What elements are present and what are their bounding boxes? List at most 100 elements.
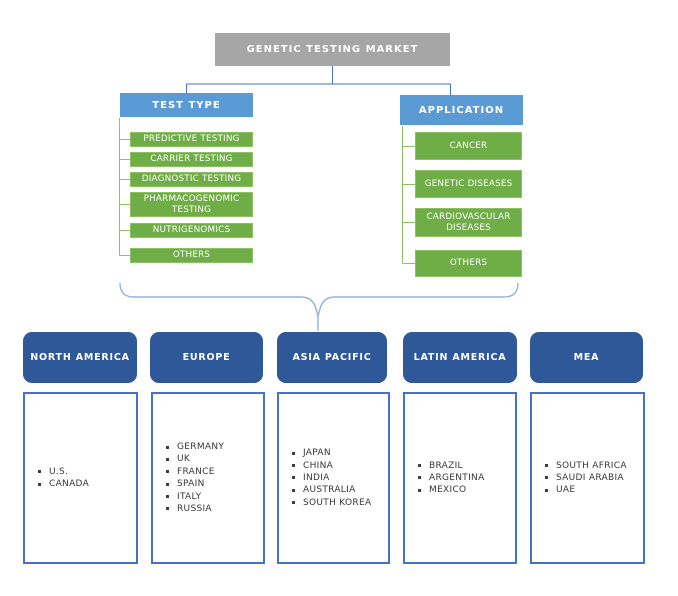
list-item: UAE: [545, 484, 639, 496]
bullet-square-icon: [545, 464, 548, 468]
bullet-square-icon: [545, 488, 548, 492]
list-item: SAUDI ARABIA: [545, 472, 639, 484]
segment-cardiovascular-diseases: CARDIOVASCULAR DISEASES: [415, 208, 522, 237]
region-list-europe: GERMANY UK FRANCE SPAIN ITALY RUSSIA: [151, 392, 265, 564]
region-header-europe: EUROPE: [150, 332, 263, 383]
country-label: SOUTH KOREA: [303, 497, 372, 508]
bullet-square-icon: [166, 445, 169, 449]
bullet-square-icon: [418, 464, 421, 468]
bullet-square-icon: [166, 457, 169, 461]
country-label: SAUDI ARABIA: [556, 472, 624, 483]
country-label: MEXICO: [429, 485, 467, 496]
root-node: GENETIC TESTING MARKET: [215, 33, 450, 66]
test-type-spine: [119, 118, 130, 256]
list-item: ITALY: [166, 490, 259, 502]
segment-cancer: CANCER: [415, 132, 522, 160]
bullet-square-icon: [166, 495, 169, 499]
segment-label: NUTRIGENOMICS: [152, 225, 231, 236]
region-label: EUROPE: [182, 352, 231, 363]
bullet-square-icon: [292, 501, 295, 505]
region-label: ASIA PACIFIC: [292, 352, 372, 363]
list-item: AUSTRALIA: [292, 484, 384, 496]
country-label: UAE: [556, 485, 576, 496]
bullet-square-icon: [545, 476, 548, 480]
region-label: NORTH AMERICA: [30, 352, 130, 363]
branch-application-label: APPLICATION: [418, 104, 505, 116]
segment-genetic-diseases: GENETIC DISEASES: [415, 170, 522, 198]
country-label: ITALY: [177, 491, 202, 502]
region-header-mea: MEA: [530, 332, 643, 383]
country-label: FRANCE: [177, 466, 215, 477]
bullet-square-icon: [292, 476, 295, 480]
list-item: RUSSIA: [166, 503, 259, 515]
country-label: CHINA: [303, 460, 334, 471]
region-list-mea: SOUTH AFRICA SAUDI ARABIA UAE: [530, 392, 645, 564]
segment-pharmacogenomic-testing: PHARMACOGENOMIC TESTING: [130, 192, 253, 217]
list-item: INDIA: [292, 472, 384, 484]
segment-application-others: OTHERS: [415, 250, 522, 277]
list-item: MEXICO: [418, 484, 511, 496]
region-header-north-america: NORTH AMERICA: [23, 332, 137, 383]
list-item: GERMANY: [166, 441, 259, 453]
branch-test-type: TEST TYPE: [120, 93, 253, 117]
segment-nutrigenomics: NUTRIGENOMICS: [130, 223, 253, 238]
segment-carrier-testing: CARRIER TESTING: [130, 152, 253, 167]
region-list-asia-pacific: JAPAN CHINA INDIA AUSTRALIA SOUTH KOREA: [277, 392, 390, 564]
bullet-square-icon: [166, 507, 169, 511]
segment-label: GENETIC DISEASES: [424, 178, 513, 189]
root-branch-connector: [186, 66, 451, 95]
segment-test-type-others: OTHERS: [130, 248, 253, 263]
country-label: UK: [177, 454, 191, 465]
list-item: JAPAN: [292, 447, 384, 459]
country-label: JAPAN: [303, 448, 331, 459]
segment-label: PHARMACOGENOMIC TESTING: [143, 194, 240, 215]
country-label: U.S.: [49, 466, 69, 477]
segment-diagnostic-testing: DIAGNOSTIC TESTING: [130, 172, 253, 187]
list-item: UK: [166, 453, 259, 465]
region-header-asia-pacific: ASIA PACIFIC: [277, 332, 387, 383]
branch-test-type-label: TEST TYPE: [152, 99, 221, 111]
segment-label: PREDICTIVE TESTING: [143, 134, 240, 145]
bullet-square-icon: [292, 451, 295, 455]
list-item: BRAZIL: [418, 459, 511, 471]
country-label: SOUTH AFRICA: [556, 460, 627, 471]
country-label: CANADA: [49, 479, 90, 490]
list-item: CHINA: [292, 459, 384, 471]
region-list-latin-america: BRAZIL ARGENTINA MEXICO: [403, 392, 517, 564]
country-label: ARGENTINA: [429, 472, 485, 483]
list-item: SOUTH AFRICA: [545, 459, 639, 471]
segment-label: CARRIER TESTING: [150, 154, 233, 165]
bullet-square-icon: [38, 470, 41, 474]
bullet-square-icon: [292, 488, 295, 492]
country-label: AUSTRALIA: [303, 485, 356, 496]
segment-label: CANCER: [449, 140, 488, 151]
region-label: LATIN AMERICA: [413, 352, 507, 363]
list-item: SPAIN: [166, 478, 259, 490]
bullet-square-icon: [292, 464, 295, 468]
country-label: RUSSIA: [177, 503, 212, 514]
bullet-square-icon: [418, 476, 421, 480]
segment-label: OTHERS: [449, 258, 488, 269]
segment-predictive-testing: PREDICTIVE TESTING: [130, 132, 253, 147]
region-label: MEA: [573, 352, 600, 363]
bullet-square-icon: [166, 482, 169, 486]
segment-label: CARDIOVASCULAR DISEASES: [426, 212, 511, 233]
list-item: FRANCE: [166, 466, 259, 478]
segment-label: OTHERS: [172, 250, 211, 261]
country-label: GERMANY: [177, 442, 225, 453]
segment-label: DIAGNOSTIC TESTING: [141, 174, 242, 185]
branch-application: APPLICATION: [400, 95, 523, 125]
application-spine: [402, 126, 415, 264]
bullet-square-icon: [166, 470, 169, 474]
brace-connector: [119, 282, 519, 331]
bullet-square-icon: [418, 488, 421, 492]
list-item: ARGENTINA: [418, 472, 511, 484]
region-list-north-america: U.S. CANADA: [23, 392, 138, 564]
root-title: GENETIC TESTING MARKET: [246, 44, 419, 55]
region-header-latin-america: LATIN AMERICA: [403, 332, 517, 383]
list-item: SOUTH KOREA: [292, 497, 384, 509]
list-item: U.S.: [38, 466, 132, 478]
list-item: CANADA: [38, 478, 132, 490]
